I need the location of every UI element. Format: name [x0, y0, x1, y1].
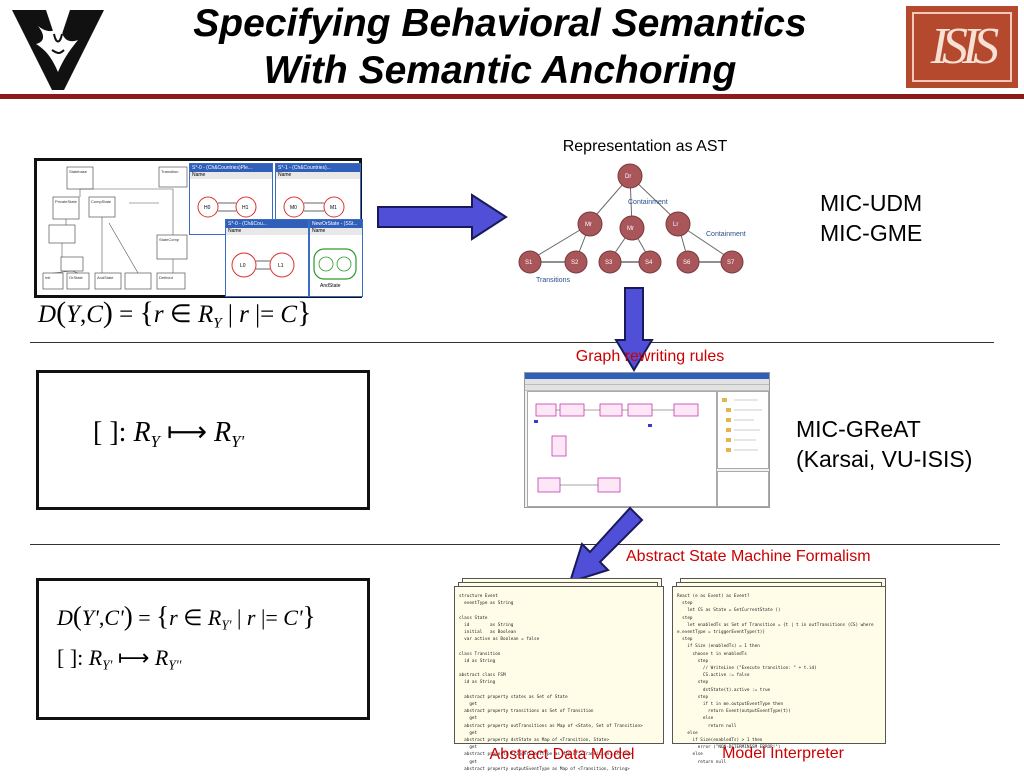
ast-node-s6: [676, 250, 700, 274]
ast-node-s2-label: S2: [571, 260, 579, 266]
uml-class-diagram: Statebase Transition PrivateState CompSt…: [42, 166, 188, 290]
abstract-data-model-code: structure Event eventType as String clas…: [459, 594, 643, 772]
arrow-diagonal-icon: [568, 506, 644, 584]
name-field-label: Name: [228, 228, 242, 234]
great-tool-screenshot: [524, 372, 770, 508]
ast-node-s1: [518, 250, 542, 274]
header-rule: [0, 94, 1024, 99]
abstract-data-model-caption: Abstract Data Model: [489, 746, 635, 763]
model-interpreter-caption: Model Interpreter: [722, 745, 844, 762]
code-page-abstract-data-model: structure Event eventType as String clas…: [454, 586, 664, 772]
window-titlebar: S*-1 - (Ch&Countries)...: [276, 164, 360, 172]
mic-udm-gme-labels: MIC-UDM MIC-GME: [820, 188, 922, 248]
formula-box-2: [ ]: RY ⟼ RY': [36, 370, 370, 510]
name-field-label: Name: [278, 172, 292, 178]
ast-node-s4: [638, 250, 662, 274]
state-l0: L0: [240, 263, 246, 269]
ast-node-s1-label: S1: [525, 260, 533, 266]
ast-node-mr2: [619, 215, 645, 241]
ast-node-mr2-label: Mr: [627, 226, 634, 232]
ast-node-s3: [598, 250, 622, 274]
name-field-label: Name: [192, 172, 206, 178]
gme-window-l: S*-0 - (Ch&Cou... Name L0 L1: [225, 219, 309, 297]
window-titlebar: S*-0 - (Ch&Countries)Ple...: [190, 164, 272, 172]
svg-text:CompState: CompState: [91, 199, 112, 204]
svg-text:Transition: Transition: [161, 169, 178, 174]
window-titlebar: NewOrState - (SSt...: [310, 220, 362, 228]
svg-text:StateComp: StateComp: [159, 237, 180, 242]
formula-denotation: D(Y,C) = {r ∈ RY | r |= C}: [38, 296, 312, 332]
state-m0: M0: [290, 205, 297, 211]
asm-caption: Abstract State Machine Formalism: [626, 548, 871, 565]
svg-text:Statebase: Statebase: [69, 169, 88, 174]
vanderbilt-v-logo: [8, 4, 108, 92]
ast-tree-diagram: Dr Mr Mr Lr S1 S2 S3 S4 S6 S7 Containmen…: [518, 163, 746, 284]
gme-model-screenshot: Statebase Transition PrivateState CompSt…: [34, 158, 363, 298]
code-page-model-interpreter: React (e as Event) as Event? step let CS…: [672, 586, 886, 765]
mic-udm-label: MIC-UDM: [820, 190, 923, 216]
state-m1: M1: [330, 205, 337, 211]
karsai-label: (Karsai, VU-ISIS): [796, 446, 973, 472]
title-line-2: With Semantic Anchoring: [263, 49, 737, 92]
title-line-1: Specifying Behavioral Semantics: [193, 2, 807, 45]
ast-label-containment-2: Containment: [706, 231, 746, 238]
gme-window-andstate: NewOrState - (SSt... Name AndState: [309, 219, 363, 297]
ast-node-root-label: Dr: [625, 174, 631, 180]
ast-node-s7-label: S7: [727, 260, 735, 266]
ast-label-containment-1: Containment: [628, 199, 668, 206]
arrow-right-icon: [377, 193, 508, 241]
ast-label-transitions: Transitions: [536, 277, 570, 284]
ast-node-mr1-label: Mr: [585, 222, 592, 228]
model-interpreter-code: React (e as Event) as Event? step let CS…: [677, 594, 874, 765]
divider-2: [30, 544, 1000, 545]
svg-text:PrivateState: PrivateState: [55, 199, 78, 204]
graph-rewriting-caption: Graph rewriting rules: [575, 348, 725, 365]
mic-great-label: MIC-GReAT: [796, 416, 921, 442]
name-field-label: Name: [312, 228, 326, 234]
state-l1: L1: [278, 263, 284, 269]
svg-text:AndState: AndState: [97, 275, 114, 280]
ast-node-root: [617, 163, 643, 189]
ast-node-s4-label: S4: [645, 260, 653, 266]
slide-title: Specifying Behavioral Semantics With Sem…: [110, 0, 890, 94]
ast-node-lr: [665, 211, 691, 237]
ast-node-lr-label: Lr: [673, 222, 678, 228]
svg-text:Defined: Defined: [159, 275, 173, 280]
mic-great-labels: MIC-GReAT (Karsai, VU-ISIS): [796, 414, 972, 474]
svg-text:Init: Init: [45, 275, 51, 280]
formula-box-3: D(Y',C') = {r ∈ RY' | r |= C'} [ ]: RY' …: [36, 578, 370, 720]
svg-text:OrState: OrState: [69, 275, 84, 280]
isis-logo: ISIS: [906, 6, 1018, 88]
ast-node-s7: [720, 250, 744, 274]
arrow-down-icon: [614, 287, 654, 372]
divider-1: [30, 342, 994, 343]
and-state-label: AndState: [320, 283, 341, 289]
state-h0: H0: [204, 205, 211, 211]
mic-gme-label: MIC-GME: [820, 220, 923, 246]
state-h1: H1: [242, 205, 249, 211]
ast-node-s2: [564, 250, 588, 274]
ast-node-s3-label: S3: [605, 260, 613, 266]
ast-node-s6-label: S6: [683, 260, 691, 266]
window-titlebar: S*-0 - (Ch&Cou...: [226, 220, 308, 228]
ast-caption: Representation as AST: [562, 138, 728, 155]
ast-node-mr1: [577, 211, 603, 237]
